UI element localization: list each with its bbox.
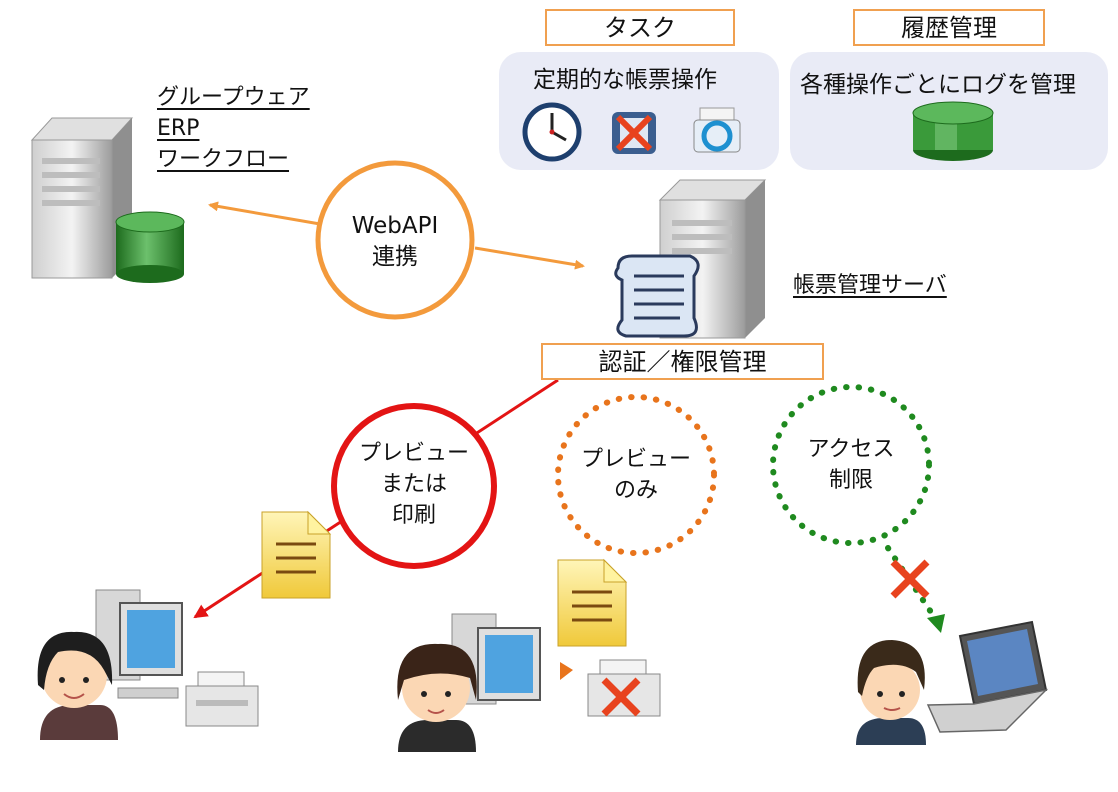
task-tag: タスク [545,9,735,46]
desktop-computer-icon-left [95,589,183,699]
preview-print-label: プレビュー または 印刷 [358,441,469,528]
webapi-arrow-right [474,246,585,270]
user-avatar-middle [397,643,477,752]
access-limit-circle [770,384,932,546]
print-denied-x-icon [601,677,641,717]
scroll-document-icon [614,254,700,338]
erp-label: ERP [157,116,200,141]
preview-only-circle [555,394,717,556]
preview-print-circle [331,403,497,569]
printer-icon-middle [587,659,661,717]
panel-icons-overlay [522,101,994,162]
groupware-database-icon [115,211,185,283]
groupware-label: グループウェア [157,85,310,110]
history-tag: 履歴管理 [853,9,1045,46]
document-icon-left [261,510,332,599]
access-limit-label: アクセス 制限 [807,437,895,493]
access-limit-dotted-line [885,545,938,621]
task-panel-title: 定期的な帳票操作 [533,67,717,93]
print-job-icon-overlay [693,107,741,153]
clock-icon-overlay [522,102,582,162]
preview-only-label: プレビュー のみ [580,447,691,503]
workflow-label: ワークフロー [157,147,290,172]
laptop-icon [926,620,1049,733]
access-denied-x-icon [890,559,930,599]
printer-icon-left [185,671,259,727]
auth-tag: 認証／権限管理 [541,343,824,380]
history-database-icon-overlay [912,101,994,161]
cancel-schedule-icon-overlay [612,112,656,154]
webapi-label: WebAPI 連携 [351,213,439,270]
user-avatar-left [37,631,118,740]
user-avatar-right [856,640,926,745]
preview-only-arrow-tip [560,662,573,680]
history-panel-title: 各種操作ごとにログを管理 [800,72,1076,98]
document-icon-middle [557,558,628,647]
webapi-arrow-left [208,201,321,226]
access-limit-arrow-tip [927,614,945,633]
server-label: 帳票管理サーバ [793,273,947,298]
webapi-circle [315,160,475,320]
